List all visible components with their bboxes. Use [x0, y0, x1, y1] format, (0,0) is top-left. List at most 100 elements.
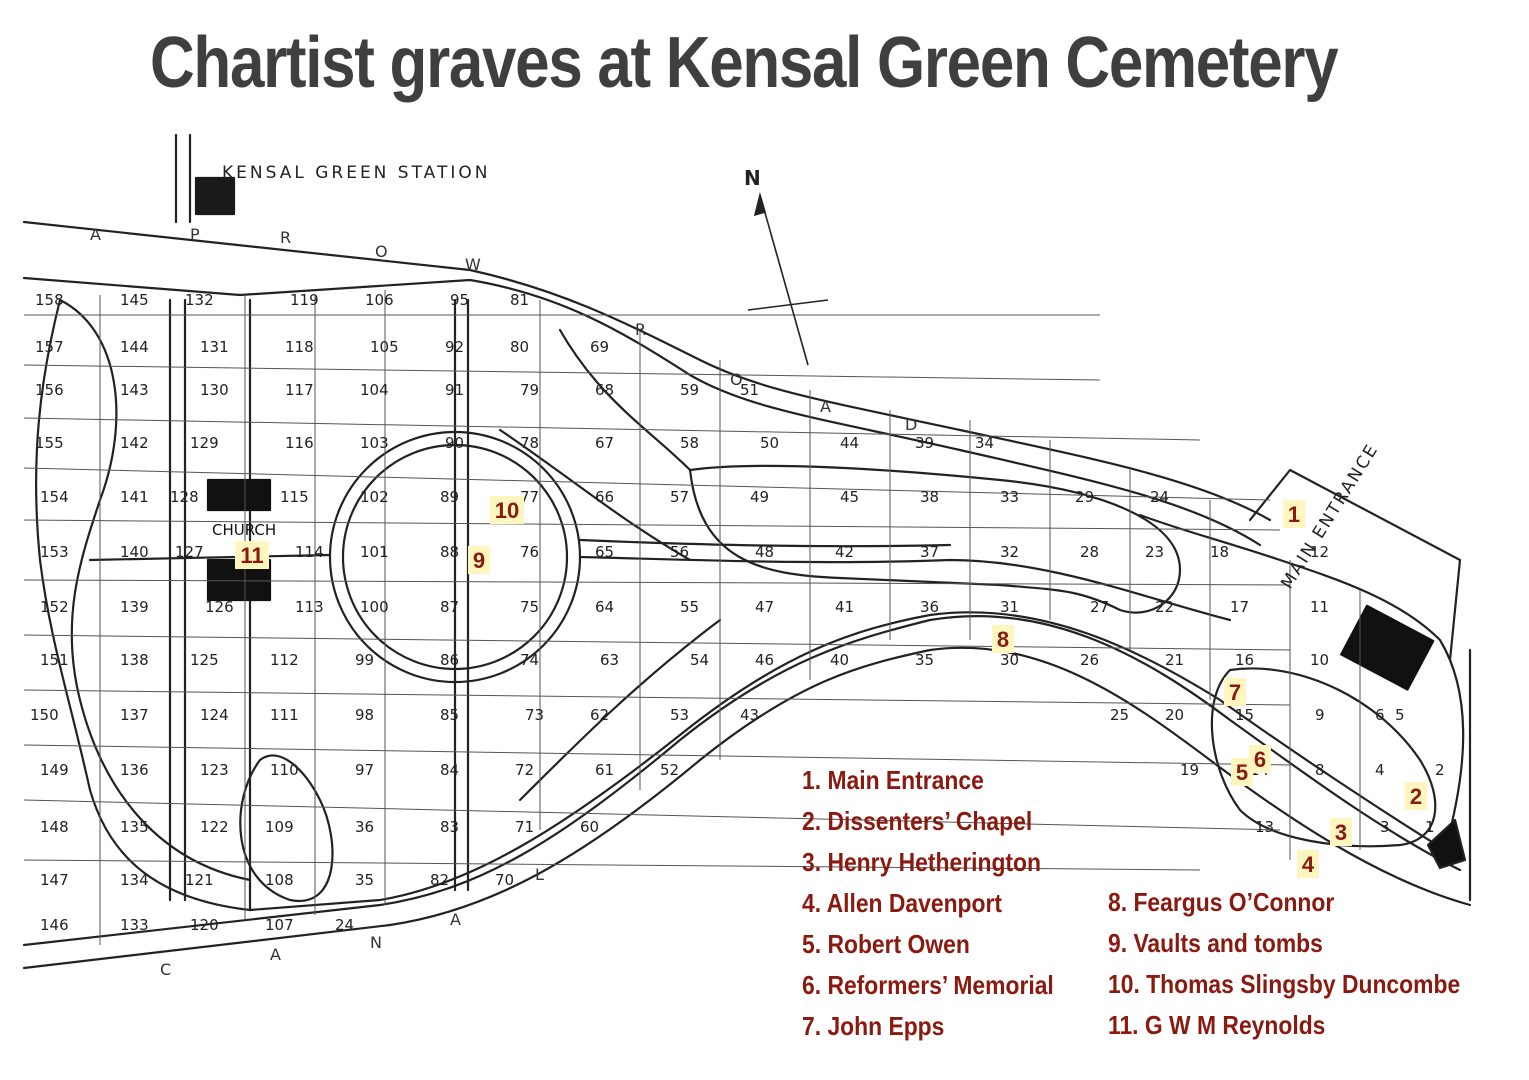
plot-number: 63 — [600, 651, 619, 669]
plot-number: 119 — [290, 291, 319, 309]
plot-number: 15 — [1235, 706, 1254, 724]
plot-number: 112 — [270, 651, 299, 669]
dissenters-chapel-shape — [1426, 818, 1467, 870]
plot-number: 101 — [360, 543, 389, 561]
plot-number: 141 — [120, 488, 149, 506]
plot-number: 100 — [360, 598, 389, 616]
road-letter: R — [635, 320, 648, 339]
plot-number: 18 — [1210, 543, 1229, 561]
plot-number: 157 — [35, 338, 64, 356]
plot-number: 47 — [755, 598, 774, 616]
plot-number: 84 — [440, 761, 459, 779]
plot-number: 138 — [120, 651, 149, 669]
plot-number: 142 — [120, 434, 149, 452]
plot-number: 30 — [1000, 651, 1019, 669]
plot-number: 22 — [1155, 598, 1174, 616]
legend-item: 5. Robert Owen — [802, 929, 970, 959]
plot-number: 123 — [200, 761, 229, 779]
plot-number: 156 — [35, 381, 64, 399]
plot-number: 92 — [445, 338, 464, 356]
plot-number: 3 — [1380, 818, 1390, 836]
marker-9: 9 — [468, 546, 490, 574]
svg-text:4: 4 — [1302, 852, 1315, 877]
plot-number: 85 — [440, 706, 459, 724]
plot-number: 140 — [120, 543, 149, 561]
plot-number: 120 — [190, 916, 219, 934]
plot-number: 83 — [440, 818, 459, 836]
legend-column-1: 1. Main Entrance 2. Dissenters’ Chapel 3… — [802, 760, 1088, 1047]
plot-number: 59 — [680, 381, 699, 399]
plot-number: 51 — [740, 381, 759, 399]
plot-number: 42 — [835, 543, 854, 561]
plot-number: 152 — [40, 598, 69, 616]
marker-1: 1 — [1283, 500, 1305, 528]
plot-number: 8 — [1315, 761, 1325, 779]
road-letter: A — [90, 225, 103, 244]
plot-number: 121 — [185, 871, 214, 889]
plot-number: 113 — [295, 598, 324, 616]
plot-number: 118 — [285, 338, 314, 356]
plot-number: 72 — [515, 761, 534, 779]
plot-number: 151 — [40, 651, 69, 669]
plot-number: 73 — [525, 706, 544, 724]
church-label: CHURCH — [212, 521, 276, 539]
plot-number: 127 — [175, 543, 204, 561]
plot-number: 16 — [1235, 651, 1254, 669]
plot-number: 98 — [355, 706, 374, 724]
plot-number: 158 — [35, 291, 64, 309]
legend-item: 7. John Epps — [802, 1011, 945, 1041]
plot-number: 49 — [750, 488, 769, 506]
plot-number: 25 — [1110, 706, 1129, 724]
plot-number: 86 — [440, 651, 459, 669]
plot-number: 130 — [200, 381, 229, 399]
marker-4: 4 — [1297, 850, 1319, 878]
plot-number: 74 — [520, 651, 539, 669]
north-label: N — [744, 166, 761, 190]
south-east-loop — [1210, 667, 1437, 848]
plot-number: 122 — [200, 818, 229, 836]
svg-text:6: 6 — [1254, 747, 1266, 772]
legend-item: 10. Thomas Slingsby Duncombe — [1108, 969, 1461, 999]
road-letter: A — [270, 945, 283, 964]
plot-number: 107 — [265, 916, 294, 934]
road-letter: L — [535, 865, 546, 884]
plot-number: 2 — [1435, 761, 1445, 779]
plot-number: 36 — [355, 818, 374, 836]
plot-number: 117 — [285, 381, 314, 399]
plot-number: 66 — [595, 488, 614, 506]
plot-number: 155 — [35, 434, 64, 452]
plot-number: 137 — [120, 706, 149, 724]
plot-number: 26 — [1080, 651, 1099, 669]
plot-number: 76 — [520, 543, 539, 561]
road-letter: C — [160, 960, 173, 979]
svg-text:11: 11 — [240, 543, 263, 568]
plot-number: 147 — [40, 871, 69, 889]
plot-number: 126 — [205, 598, 234, 616]
plot-number: 5 — [1395, 706, 1405, 724]
plot-number: 50 — [760, 434, 779, 452]
legend-item: 8. Feargus O’Connor — [1108, 887, 1335, 917]
plot-number: 143 — [120, 381, 149, 399]
plot-number: 81 — [510, 291, 529, 309]
svg-text:1: 1 — [1288, 502, 1300, 527]
page-title: Chartist graves at Kensal Green Cemetery — [150, 23, 1339, 103]
plot-number: 128 — [170, 488, 199, 506]
plot-number: 1 — [1425, 818, 1435, 836]
plot-number: 37 — [920, 543, 939, 561]
marker-10: 10 — [490, 496, 524, 524]
east-loop — [688, 464, 1182, 614]
plot-number: 78 — [520, 434, 539, 452]
marker-6: 6 — [1249, 745, 1271, 773]
plot-number: 129 — [190, 434, 219, 452]
svg-text:9: 9 — [473, 548, 485, 573]
plot-number: 125 — [190, 651, 219, 669]
plot-number: 43 — [740, 706, 759, 724]
road-letter: A — [820, 397, 833, 416]
plot-number: 41 — [835, 598, 854, 616]
plot-number: 91 — [445, 381, 464, 399]
plot-number: 139 — [120, 598, 149, 616]
plot-number: 110 — [270, 761, 299, 779]
plot-number: 31 — [1000, 598, 1019, 616]
